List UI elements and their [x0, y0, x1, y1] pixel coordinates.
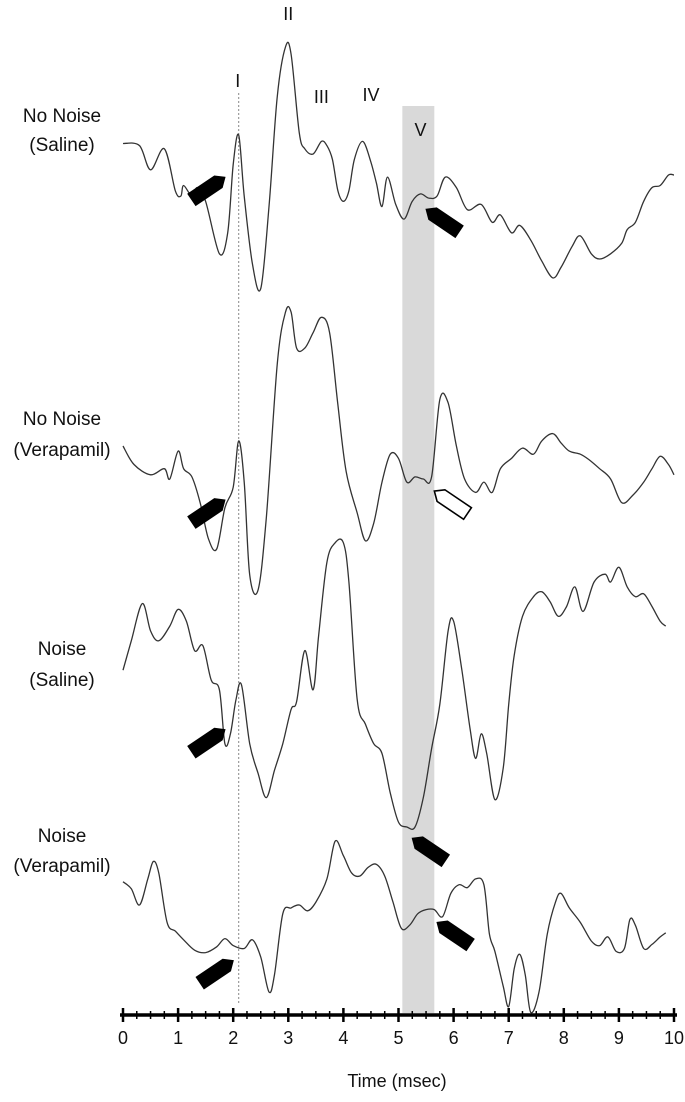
wave-label-ii: II: [283, 4, 293, 24]
trace-2: [122, 305, 675, 595]
trace-group: [122, 41, 675, 1014]
arrow-group: [187, 175, 475, 990]
row-label-group: No Noise (Saline) No Noise (Verapamil) Noise…: [13, 106, 110, 877]
row-label-4: (Verapamil): [13, 856, 110, 877]
x-tick-label: 6: [449, 1028, 459, 1048]
x-tick-label: 4: [338, 1028, 348, 1048]
row-label-1: No Noise: [23, 106, 101, 127]
open-arrow-icon: [433, 488, 473, 521]
x-tick-label: 2: [228, 1028, 238, 1048]
x-tick-label: 1: [173, 1028, 183, 1048]
row-label-2: No Noise: [23, 409, 101, 430]
trace-4: [122, 839, 667, 1014]
filled-arrow-icon: [195, 958, 234, 990]
x-tick-label: 9: [614, 1028, 624, 1048]
filled-arrow-icon: [425, 207, 464, 239]
row-label-3: (Saline): [29, 670, 94, 691]
filled-arrow-icon: [436, 920, 475, 952]
arrow-marker: [187, 175, 226, 207]
arrow-marker: [433, 488, 473, 521]
filled-arrow-icon: [187, 727, 226, 759]
x-tick-label: 5: [393, 1028, 403, 1048]
arrow-marker: [436, 920, 475, 952]
wave-v-band: [402, 106, 435, 1013]
row-label-2: (Verapamil): [13, 440, 110, 461]
trace-3: [122, 538, 667, 831]
row-label-1: (Saline): [29, 135, 94, 156]
x-tick-label: 3: [283, 1028, 293, 1048]
x-tick-label: 0: [118, 1028, 128, 1048]
x-axis-title: Time (msec): [347, 1071, 446, 1091]
arrow-marker: [425, 207, 464, 239]
row-label-3: Noise: [38, 639, 87, 660]
filled-arrow-icon: [411, 836, 451, 868]
arrow-marker: [195, 958, 234, 990]
x-tick-label: 8: [559, 1028, 569, 1048]
filled-arrow-icon: [187, 498, 226, 529]
wave-label-i: I: [235, 71, 240, 91]
x-axis: 0 1 2 3 4 5 6 7 8 9 10: [118, 1008, 684, 1048]
x-tick-label: 7: [504, 1028, 514, 1048]
wave-label-v: V: [414, 120, 426, 140]
arrow-marker: [411, 836, 451, 868]
wave-label-iii: III: [314, 87, 329, 107]
arrow-marker: [187, 498, 226, 529]
arrow-marker: [187, 727, 226, 759]
filled-arrow-icon: [187, 175, 226, 207]
wave-label-iv: IV: [362, 85, 379, 105]
trace-1: [122, 41, 675, 292]
x-tick-label: 10: [664, 1028, 684, 1048]
row-label-4: Noise: [38, 826, 87, 847]
